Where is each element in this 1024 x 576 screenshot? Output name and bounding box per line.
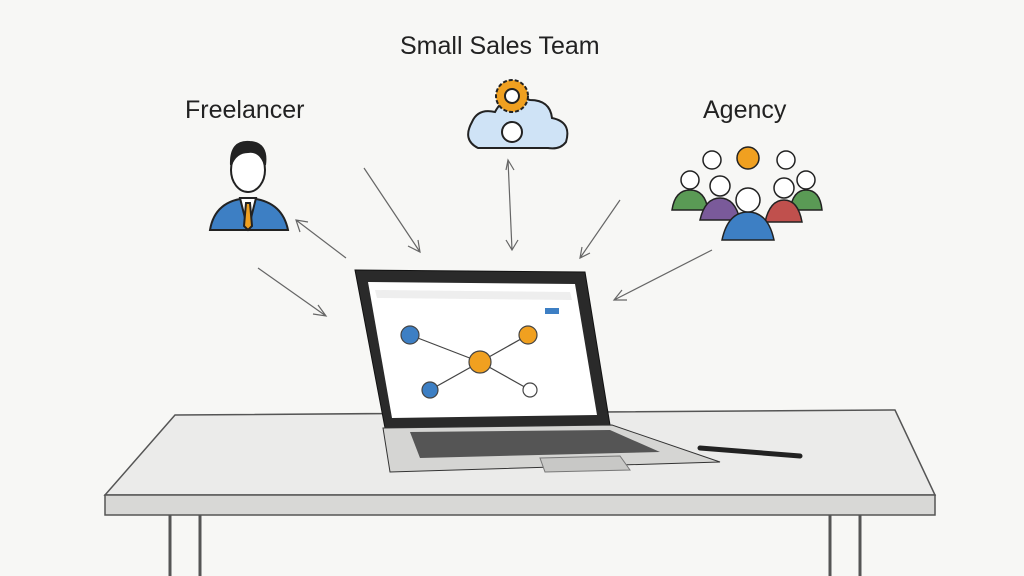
- agency-label: Agency: [703, 96, 787, 124]
- network-graph: [400, 308, 559, 399]
- small-sales-team-label: Small Sales Team: [400, 32, 600, 60]
- pen: [697, 445, 803, 459]
- cloud-gear-icon: [467, 79, 569, 150]
- laptop: [354, 269, 721, 473]
- arrows: [257, 158, 713, 317]
- businessman-icon: [208, 140, 290, 232]
- trackpad: [539, 455, 631, 473]
- group-of-people-icon: [671, 146, 823, 241]
- browser-bar: [375, 290, 572, 300]
- freelancer-label: Freelancer: [185, 96, 305, 124]
